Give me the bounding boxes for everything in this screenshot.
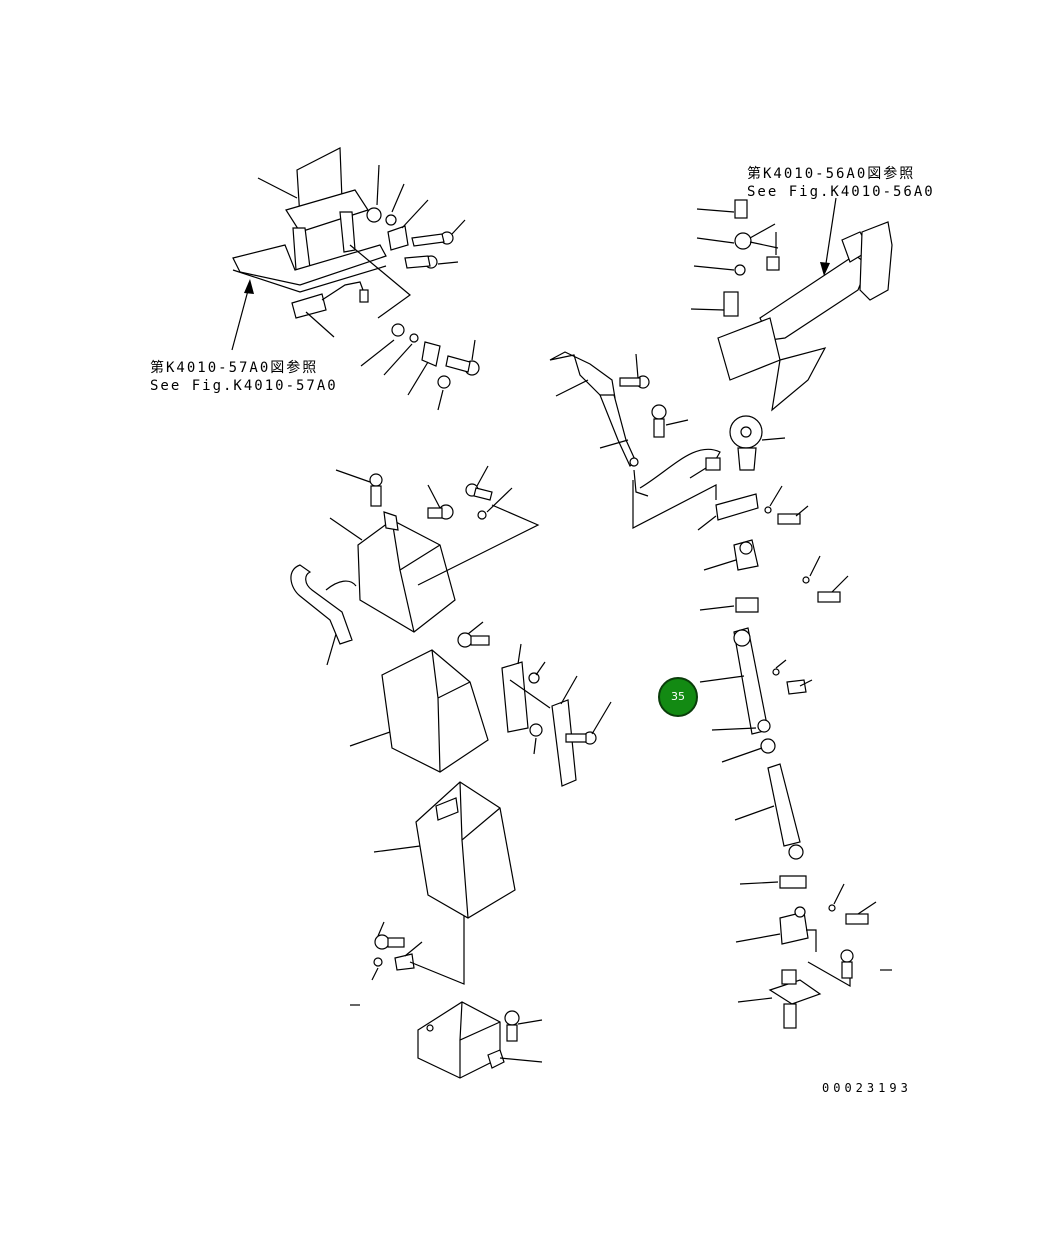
- reference-right-en: See Fig.K4010-56A0: [747, 184, 935, 200]
- reference-note-left: 第K4010-57A0図参照 See Fig.K4010-57A0: [150, 359, 338, 395]
- column-bracket-assembly: [690, 197, 893, 471]
- steering-shaft-assembly: [697, 485, 892, 1029]
- part-callout-35[interactable]: 35: [658, 677, 698, 717]
- lower-panel-assembly: [350, 781, 516, 1006]
- middle-panel-assembly: [349, 621, 612, 787]
- reference-note-right: 第K4010-56A0図参照 See Fig.K4010-56A0: [747, 165, 935, 201]
- reference-left-en: See Fig.K4010-57A0: [150, 378, 338, 394]
- reference-right-jp: 第K4010-56A0図参照: [747, 166, 916, 182]
- frame-bracket-assembly: [231, 147, 480, 411]
- reference-left-jp: 第K4010-57A0図参照: [150, 360, 319, 376]
- cover-assembly: [290, 465, 540, 666]
- bottom-bracket-assembly: [417, 1001, 543, 1079]
- drawing-number: 00023193: [822, 1081, 912, 1095]
- control-lever: [549, 351, 721, 529]
